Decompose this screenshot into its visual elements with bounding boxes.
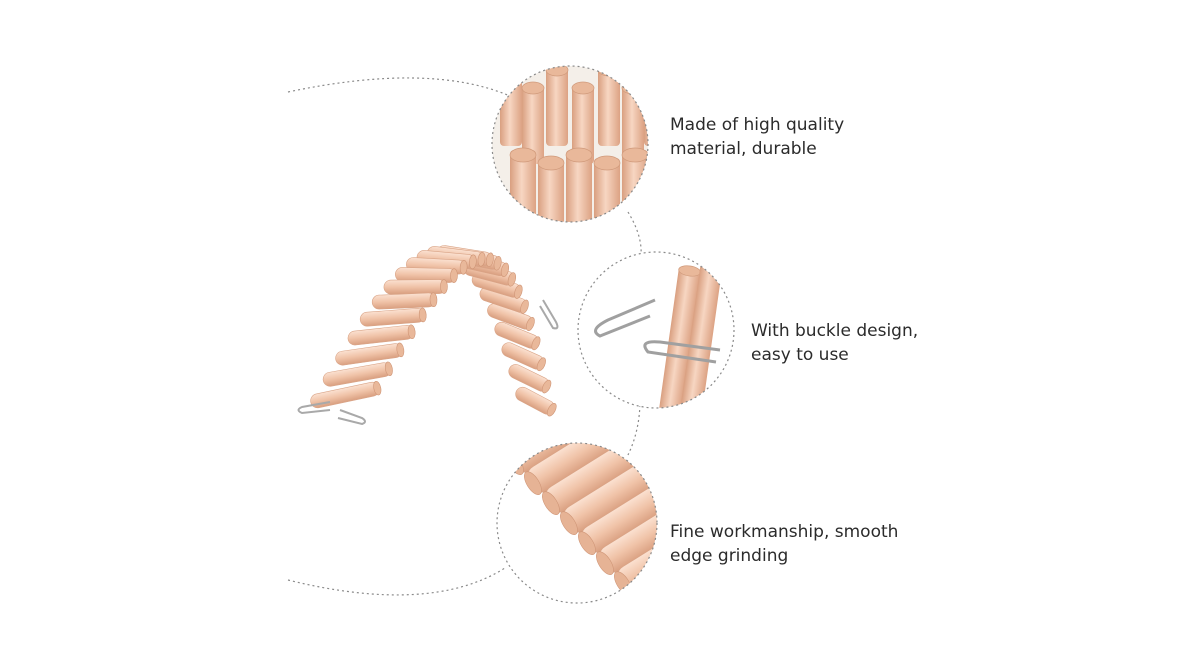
bridge-dowel xyxy=(347,324,416,346)
dowel xyxy=(596,483,657,575)
feature-caption-line: material, durable xyxy=(670,139,817,159)
dotted-arc-right xyxy=(627,211,642,263)
hook-right xyxy=(539,299,559,330)
detail-circle-material xyxy=(492,66,648,222)
bridge-dowel xyxy=(395,267,458,283)
dotted-arc xyxy=(287,77,511,97)
bridge-dowel xyxy=(371,292,438,310)
bridge-dowel xyxy=(487,303,535,331)
bridge-dowel xyxy=(310,380,382,409)
dowel xyxy=(500,66,522,146)
dowel xyxy=(657,265,701,408)
bridge-dowel xyxy=(335,342,405,366)
dowel xyxy=(522,84,544,164)
bridge-dowel xyxy=(479,286,529,314)
bridge-dowel xyxy=(515,386,557,417)
bridge-dowel xyxy=(494,321,541,351)
hook-left xyxy=(297,401,366,426)
dowel xyxy=(566,150,592,222)
bridge-dowel xyxy=(359,307,427,327)
bridge-dowel xyxy=(322,361,393,387)
feature-caption-line: edge grinding xyxy=(670,546,789,566)
dowel xyxy=(598,66,620,146)
feature-caption-workmanship: Fine workmanship, smooth edge grinding xyxy=(670,520,898,568)
detail-circle-workmanship xyxy=(497,443,657,603)
dowel xyxy=(644,66,648,146)
feature-caption-buckle: With buckle design, easy to use xyxy=(751,319,918,367)
feature-caption-material: Made of high quality material, durable xyxy=(670,113,844,161)
bridge-dowel xyxy=(501,342,546,372)
dotted-arc-lower xyxy=(287,567,506,596)
detail-circle-buckle xyxy=(578,252,734,408)
dowel xyxy=(546,66,568,146)
feature-caption-line: easy to use xyxy=(751,345,849,365)
dowel xyxy=(572,84,594,164)
bridge-dowel xyxy=(383,279,448,295)
feature-caption-line: Made of high quality xyxy=(670,115,845,135)
feature-caption-line: Fine workmanship, smooth xyxy=(670,522,899,542)
dotted-arc-right-lower xyxy=(627,399,641,456)
wooden-bridge xyxy=(310,245,557,417)
feature-caption-line: With buckle design, xyxy=(751,321,919,341)
bridge-dowel xyxy=(508,364,552,394)
